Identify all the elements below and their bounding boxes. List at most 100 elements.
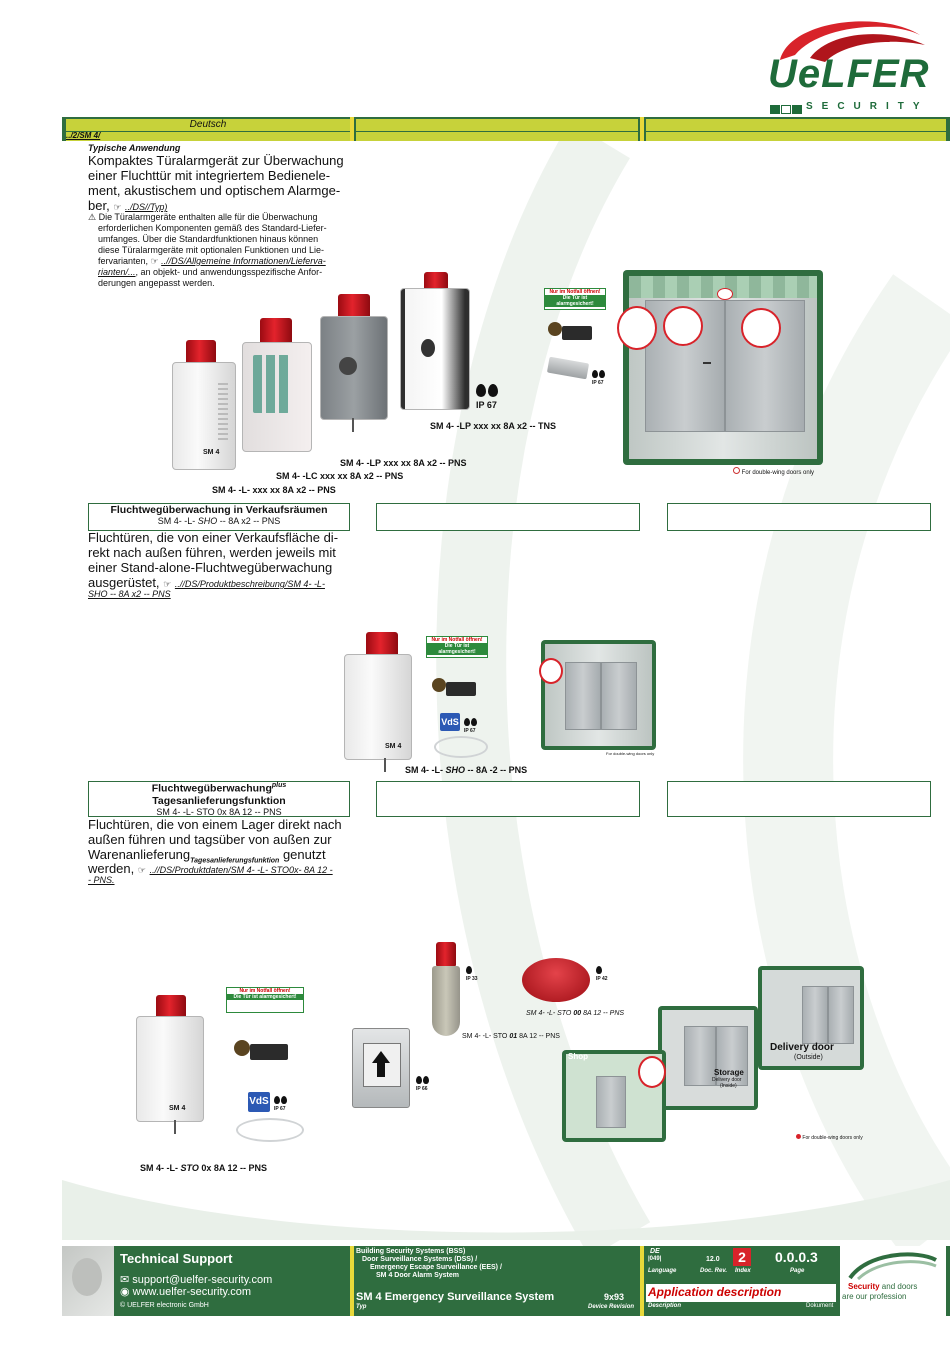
ip42-small: IP 42 — [596, 966, 608, 982]
logo-squares-icon — [770, 101, 804, 114]
slogan-line-2: are our profession — [842, 1292, 907, 1301]
section-box-empty — [667, 781, 931, 817]
page-number: 0.0.0.3 — [775, 1249, 818, 1265]
vds-badge: VdS — [248, 1092, 270, 1112]
water-drop-icon — [488, 384, 498, 397]
note-line-1: Die Türalarmgeräte enthalten alle für di… — [98, 212, 318, 222]
support-email[interactable]: support@uelfer-security.com — [132, 1274, 273, 1286]
vds-badge: VdS — [440, 713, 460, 731]
key-switch-icon — [234, 1036, 290, 1064]
cable-icon — [236, 1118, 304, 1142]
sto01-caption: SM 4- -L- STO — [462, 1033, 510, 1040]
s2-line-3a: Warenanlieferung — [88, 847, 191, 862]
typical-application-heading: Typische Anwendung — [88, 143, 181, 153]
key-pin — [384, 758, 386, 772]
emergency-sign: Nur im Notfall öffnen! Die Tür ist alarm… — [226, 987, 304, 1013]
s1-line-3: einer Stand-alone-Fluchtwegüberwachung — [88, 560, 333, 575]
shop-scene: Shop — [562, 1050, 666, 1142]
horn-device — [432, 966, 460, 1036]
note-line-5: fervarianten, — [98, 256, 149, 266]
s1-link-2[interactable]: SHO -- 8A x2 -- PNS — [88, 589, 171, 599]
column-path-blank — [646, 132, 946, 141]
key-switch-icon — [432, 676, 478, 700]
tree-2: Door Surveillance Systems (DSS) / — [362, 1256, 478, 1263]
key-switch-icon — [548, 320, 594, 346]
detector-device — [522, 958, 590, 1002]
device-sm4-l: SM 4 — [172, 362, 236, 470]
column-separator — [350, 117, 354, 141]
ip67-small: IP 67 — [592, 370, 606, 386]
double-wing-note: For double-wing doors only — [802, 1135, 863, 1141]
column-lang-blank — [646, 119, 946, 131]
path-bar — [66, 132, 350, 141]
note-line-3: umfanges. Über die Standardfunktionen hi… — [98, 234, 319, 244]
note-link-1[interactable]: ..//DS/Allgemeine Informationen/Lieferva… — [161, 256, 326, 266]
dot-icon — [733, 467, 740, 474]
slogan-security: Security — [848, 1282, 880, 1291]
s2-line-4: werden, — [88, 861, 135, 876]
product-name: SM 4 Emergency Surveillance System — [356, 1291, 555, 1303]
s1-line-4: ausgerüstet, — [88, 575, 160, 590]
logo-swirl-icon — [780, 21, 925, 62]
mail-icon: ✉ — [120, 1274, 130, 1286]
storage-scene: Storage Delivery door (Inside) — [658, 1006, 758, 1110]
logo-subtitle: SECURITY — [806, 101, 929, 112]
caption-sho: SM 4- -L- — [405, 765, 446, 775]
beacon-icon — [186, 340, 216, 364]
ip67-label: IP 67 — [476, 400, 497, 410]
s1-link-1[interactable]: ..//DS/Produktbeschreibung/SM 4- -L- — [174, 579, 325, 589]
double-wing-note: For double-wing doors only — [741, 470, 815, 476]
footer-separator — [640, 1246, 644, 1316]
slogan-swoosh-icon — [848, 1252, 937, 1280]
beacon-icon — [424, 272, 448, 290]
ip67-small: IP 67 — [464, 718, 478, 734]
pointer-icon: ☞ — [113, 202, 122, 212]
note-line-2: erforderlichen Komponenten gemäß des Sta… — [98, 223, 327, 233]
beacon-icon — [338, 294, 370, 318]
door-scene-sales — [539, 640, 656, 750]
device-sm4-lc — [242, 342, 312, 452]
pointer-icon: ☞ — [137, 865, 146, 875]
doc-path: ../2/SM 4/ — [66, 131, 101, 140]
caption-lp-tns: SM 4- -LP xxx xx 8A x2 -- TNS — [430, 421, 557, 431]
ip66-small: IP 66 — [416, 1076, 430, 1092]
column-lang-blank — [356, 119, 638, 131]
support-web[interactable]: www.uelfer-security.com — [132, 1286, 252, 1298]
intro-link[interactable]: ../DS//Typ) — [125, 202, 168, 212]
slogan-box: Security and doors are our profession — [840, 1246, 946, 1316]
column-path-blank — [356, 132, 638, 141]
docrev-label: Doc. Rev. — [700, 1268, 728, 1274]
description-box: Application description — [646, 1284, 836, 1302]
copyright: © UELFER electronic GmbH — [120, 1302, 209, 1309]
lang-num: |049| — [648, 1256, 662, 1262]
device-rev-label: Device Revision — [588, 1304, 635, 1310]
s1-line-1: Fluchtüren, die von einer Verkaufsfläche… — [88, 530, 339, 545]
ip33-small: IP 33 — [466, 966, 478, 982]
sto00-caption: SM 4- -L- STO — [526, 1010, 574, 1017]
dot-icon — [796, 1134, 801, 1139]
pointer-icon: ☞ — [150, 256, 159, 266]
support-title: Technical Support — [120, 1251, 233, 1266]
device-number: 9x93 — [604, 1292, 625, 1302]
water-drop-icon — [476, 384, 486, 397]
doc-rev: 12.0 — [706, 1256, 720, 1263]
device-sm4-lp-grey — [320, 316, 388, 420]
note-link-2[interactable]: rianten/... — [98, 267, 136, 277]
device-sm4-sho: SM 4 — [344, 654, 412, 760]
section-box-empty — [667, 503, 931, 531]
s2-link-2[interactable]: - PNS. — [88, 875, 115, 885]
section-title-delivery: Fluchtwegüberwachung — [151, 782, 272, 795]
footer — [62, 1246, 950, 1316]
section-box-sales: Fluchtwegüberwachung in Verkaufsräumen S… — [88, 503, 350, 531]
caption-l-pns: SM 4- -L- xxx xx 8A x2 -- PNS — [212, 485, 336, 495]
lang-code: DE — [650, 1248, 660, 1255]
s2-line-1: Fluchtüren, die von einem Lager direkt n… — [88, 817, 342, 832]
beacon-icon — [436, 942, 456, 966]
device-sm4-sto: SM 4 — [136, 1016, 204, 1122]
beacon-icon — [366, 632, 398, 656]
key-pin — [352, 418, 354, 432]
beacon-icon — [260, 318, 292, 344]
description-label: Description — [648, 1303, 682, 1309]
s2-link-1[interactable]: ..//DS/Produktdaten/SM 4- -L- STO0x- 8A … — [149, 865, 333, 875]
key-pin — [174, 1120, 176, 1134]
